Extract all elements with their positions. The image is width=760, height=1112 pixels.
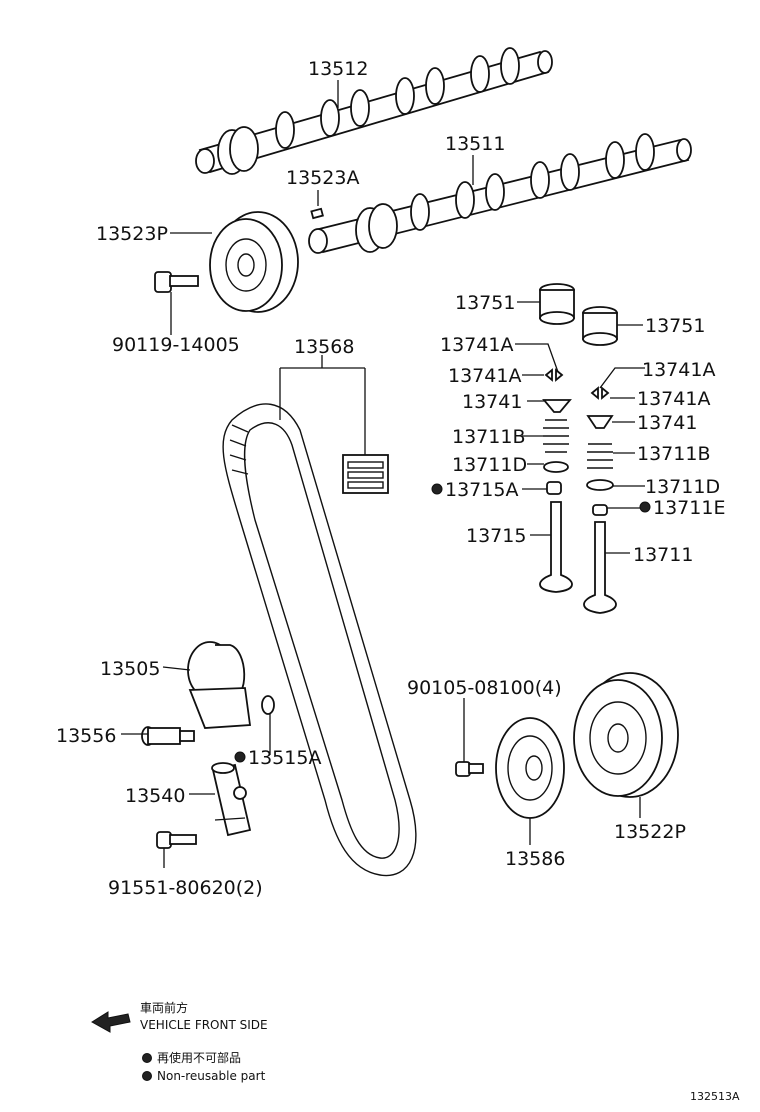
label-13505: 13505: [100, 658, 160, 680]
figure-id: 132513A: [690, 1090, 740, 1103]
legend: 車両前方 VEHICLE FRONT SIDE 再使用不可部品 Non-reus…: [91, 1000, 268, 1083]
label-13512: 13512: [308, 58, 368, 80]
nonreuse-legend-dot-1: [142, 1053, 152, 1063]
vehicle-front-arrow-icon: [91, 1011, 131, 1033]
label-13751-right: 13751: [645, 315, 705, 337]
label-13511: 13511: [445, 133, 505, 155]
nonreuse-en: Non-reusable part: [157, 1069, 266, 1083]
crank-timing-pulley-13522P: [573, 672, 679, 798]
leader-lines: [121, 80, 645, 868]
front-en: VEHICLE FRONT SIDE: [140, 1018, 268, 1032]
camshaft-13511: [308, 133, 692, 254]
nonreuse-legend-dot-2: [142, 1071, 152, 1081]
label-13515A: 13515A: [248, 747, 321, 769]
label-13711D-right: 13711D: [645, 476, 720, 498]
label-90105-08100: 90105-08100(4): [407, 677, 562, 699]
label-13741A-2: 13741A: [448, 365, 521, 387]
label-90119-14005: 90119-14005: [112, 334, 240, 356]
label-13741A-3: 13741A: [642, 359, 715, 381]
bolt-13556: [141, 726, 195, 746]
bolt-91551: [156, 831, 197, 849]
part-labels: 13512 13511 13523A 13523P 90119-14005 13…: [56, 58, 725, 899]
label-13741A-1: 13741A: [440, 334, 513, 356]
valve-train-left: [539, 283, 575, 593]
label-13711E: 13711E: [653, 497, 725, 519]
front-jp: 車両前方: [140, 1000, 188, 1015]
label-13522P: 13522P: [614, 821, 686, 843]
nonreuse-dot-13711E: [639, 501, 651, 513]
nonreuse-jp: 再使用不可部品: [157, 1050, 241, 1065]
label-13586: 13586: [505, 848, 565, 870]
label-13715A: 13715A: [445, 479, 518, 501]
valve-train-right: [582, 306, 618, 614]
label-91551-80620: 91551-80620(2): [108, 877, 263, 899]
nonreuse-dot-13715A: [431, 483, 443, 495]
timing-belt-13568: [222, 403, 417, 877]
tensioner-13505: [187, 641, 252, 729]
label-13751-left: 13751: [455, 292, 515, 314]
cam-pulley-13523P: [209, 211, 299, 313]
nonreuse-dot-13515A: [234, 751, 246, 763]
camshaft-13512: [195, 47, 553, 175]
label-13711D-left: 13711D: [452, 454, 527, 476]
label-13556: 13556: [56, 725, 116, 747]
label-13741-left: 13741: [462, 391, 522, 413]
belt-section-icon: [342, 454, 389, 494]
damper-13540: [211, 762, 252, 837]
label-13741-right: 13741: [637, 412, 697, 434]
label-13568: 13568: [294, 336, 354, 358]
label-13711B-right: 13711B: [637, 443, 710, 465]
crank-pulley-13586: [495, 717, 565, 819]
label-13711B-left: 13711B: [452, 426, 525, 448]
label-13523P: 13523P: [96, 223, 168, 245]
label-13540: 13540: [125, 785, 185, 807]
label-13711: 13711: [633, 544, 693, 566]
washer-13515A: [261, 695, 275, 715]
label-13523A: 13523A: [286, 167, 359, 189]
bolt-90119-14005: [154, 271, 199, 293]
bolt-90105: [455, 761, 484, 777]
key-13523A: [310, 207, 324, 220]
label-13715: 13715: [466, 525, 526, 547]
label-13741A-4: 13741A: [637, 388, 710, 410]
